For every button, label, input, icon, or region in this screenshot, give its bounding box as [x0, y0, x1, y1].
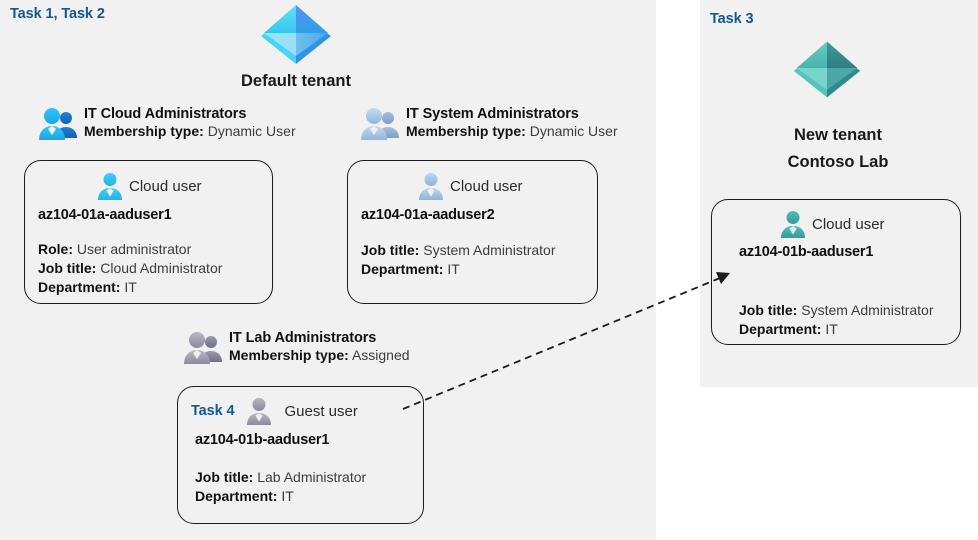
card-username: az104-01b-aaduser1	[739, 244, 874, 260]
group-membership-value: Dynamic User	[529, 123, 618, 139]
default-tenant-title: Default tenant	[240, 72, 351, 90]
azure-ad-tenant-icon-new	[791, 38, 863, 98]
property-key: Job title:	[195, 469, 254, 485]
cloud-user-icon	[416, 171, 446, 201]
card-username: az104-01a-aaduser2	[361, 207, 495, 223]
card-user-type: Cloud user	[129, 177, 202, 195]
task-label-card-guest: Task 4	[191, 403, 235, 419]
group-membership-value: Assigned	[351, 347, 410, 363]
group-users-icon	[38, 106, 78, 144]
user-card-aaduser2-cloud[interactable]: Cloud user az104-01a-aaduser2 Job title:…	[347, 160, 598, 304]
card-user-type: Cloud user	[450, 177, 523, 195]
property-value: User administrator	[76, 241, 192, 257]
card-properties: Job title: System Administrator Departme…	[739, 301, 934, 339]
group-it-cloud-administrators[interactable]: IT Cloud Administrators Membership type:…	[38, 106, 296, 144]
group-users-icon	[183, 330, 223, 368]
property-value: System Administrator	[801, 302, 934, 318]
card-property-row: Job title: Cloud Administrator	[38, 259, 222, 278]
new-tenant-title-line2: Contoso Lab	[787, 153, 889, 171]
card-username: az104-01a-aaduser1	[38, 207, 172, 223]
card-property-row: Job title: Lab Administrator	[195, 468, 366, 487]
cloud-user-icon	[778, 209, 808, 239]
group-membership: Membership type: Dynamic User	[84, 123, 296, 139]
property-value: IT	[124, 279, 137, 295]
property-key: Job title:	[739, 302, 798, 318]
group-it-lab-administrators[interactable]: IT Lab Administrators Membership type: A…	[183, 330, 410, 368]
card-properties: Job title: Lab Administrator Department:…	[195, 468, 366, 506]
property-key: Job title:	[361, 242, 420, 258]
group-membership-value: Dynamic User	[207, 123, 296, 139]
property-value: Cloud Administrator	[100, 260, 223, 276]
user-card-aaduser1b-guest[interactable]: Task 4 Guest user az104-01b-aaduser1	[177, 386, 424, 524]
task-label-right-panel: Task 3	[710, 11, 754, 27]
group-name: IT System Administrators	[406, 106, 579, 122]
card-property-row: Role: User administrator	[38, 240, 222, 259]
card-property-row: Department: IT	[38, 278, 222, 297]
group-membership: Membership type: Assigned	[229, 347, 410, 363]
group-name: IT Lab Administrators	[229, 330, 377, 346]
property-key: Department:	[38, 279, 121, 295]
property-value: System Administrator	[423, 242, 556, 258]
property-key: Department:	[739, 321, 822, 337]
group-membership-key: Membership type:	[406, 123, 526, 139]
card-property-row: Department: IT	[361, 260, 556, 279]
card-user-type-row: Cloud user	[778, 209, 885, 239]
card-user-type-row: Cloud user	[416, 171, 523, 201]
group-membership-key: Membership type:	[229, 347, 349, 363]
cloud-user-icon	[95, 171, 125, 201]
task-label-left-panel: Task 1, Task 2	[10, 6, 105, 22]
group-it-system-administrators[interactable]: IT System Administrators Membership type…	[360, 106, 618, 144]
group-name: IT Cloud Administrators	[84, 106, 247, 122]
card-property-row: Department: IT	[739, 320, 934, 339]
group-users-icon	[360, 106, 400, 144]
user-card-aaduser1-cloud[interactable]: Cloud user az104-01a-aaduser1 Role: User…	[24, 160, 273, 304]
property-key: Job title:	[38, 260, 97, 276]
card-user-type-row: Task 4 Guest user	[191, 396, 358, 426]
card-user-type: Cloud user	[812, 215, 885, 233]
card-properties: Job title: System Administrator Departme…	[361, 241, 556, 279]
group-membership: Membership type: Dynamic User	[406, 123, 618, 139]
property-key: Department:	[361, 261, 444, 277]
card-property-row: Job title: System Administrator	[739, 301, 934, 320]
property-value: IT	[825, 321, 838, 337]
card-user-type: Guest user	[284, 402, 358, 420]
guest-user-icon	[244, 396, 274, 426]
card-user-type-row: Cloud user	[95, 171, 202, 201]
card-properties: Role: User administrator Job title: Clou…	[38, 240, 222, 297]
property-value: IT	[281, 488, 294, 504]
card-property-row: Department: IT	[195, 487, 366, 506]
group-membership-key: Membership type:	[84, 123, 204, 139]
card-username: az104-01b-aaduser1	[195, 432, 330, 448]
card-property-row: Job title: System Administrator	[361, 241, 556, 260]
new-tenant-title-line1: New tenant	[793, 126, 882, 144]
property-value: IT	[447, 261, 460, 277]
property-value: Lab Administrator	[257, 469, 367, 485]
azure-ad-tenant-icon-default	[258, 2, 334, 64]
property-key: Role:	[38, 241, 73, 257]
user-card-aaduser1b-cloud[interactable]: Cloud user az104-01b-aaduser1 Job title:…	[711, 199, 961, 345]
property-key: Department:	[195, 488, 278, 504]
